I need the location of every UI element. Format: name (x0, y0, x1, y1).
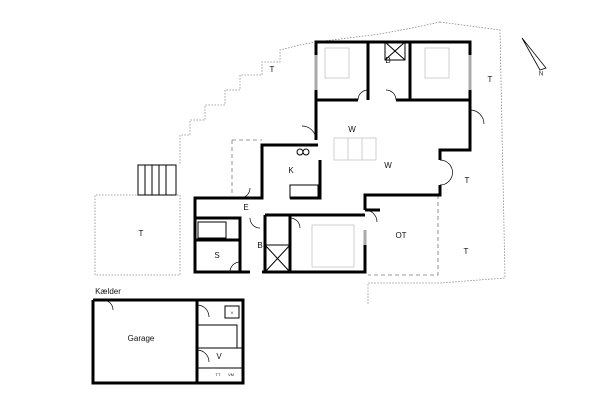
room-label-terrace: T (270, 65, 275, 74)
room-label-v-small: V (231, 310, 234, 315)
plot-boundary (94, 21, 506, 305)
room-label-terrace: T (488, 75, 493, 84)
room-label-storage: S (214, 251, 219, 260)
furniture (197, 41, 450, 273)
basement-walls (91, 298, 245, 385)
room-label-terrace: T (465, 176, 470, 185)
walls (193, 40, 472, 274)
room-label-terrace: T (464, 247, 469, 256)
room-label-bathroom: B (257, 241, 262, 250)
room-label-covered-terrace: OT (395, 231, 406, 240)
north-arrow-icon (521, 37, 547, 71)
room-label-v: V (216, 352, 222, 361)
room-label-garage: Garage (128, 334, 155, 343)
room-label-entrance: E (243, 203, 248, 212)
room-label-living: W (348, 125, 356, 134)
north-label: N (539, 72, 543, 78)
room-label-living: W (384, 161, 392, 170)
room-label-vm: VM (228, 372, 234, 377)
room-label-bathroom: B (385, 56, 390, 65)
doors (229, 89, 485, 273)
room-label-tt: TT (216, 372, 221, 377)
room-label-kitchen: K (288, 166, 294, 175)
outdoor-stairs (137, 164, 177, 196)
basement-title: Kælder (95, 287, 121, 296)
room-label-terrace: T (139, 229, 144, 238)
